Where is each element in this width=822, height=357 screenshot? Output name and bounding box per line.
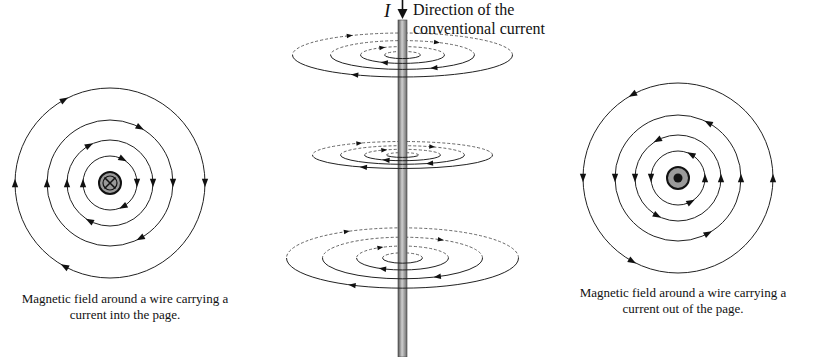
field-arrowhead (170, 179, 176, 187)
field-arrowhead (377, 246, 383, 250)
field-line-front (293, 55, 513, 77)
field-line-front (385, 55, 421, 59)
field-arrowhead (348, 283, 355, 288)
field-line-front (387, 155, 419, 157)
field-line-front (287, 258, 519, 288)
field-line (615, 115, 741, 241)
field-arrowhead (12, 179, 18, 187)
field-arrowhead (118, 155, 127, 162)
field-arrowhead (687, 152, 696, 159)
field-arrowhead (429, 144, 435, 148)
field-line (67, 140, 153, 226)
field-circles-into (12, 88, 208, 278)
field-arrowhead (426, 160, 433, 165)
field-arrowhead (59, 98, 68, 105)
field-line (635, 135, 721, 221)
field-line-front (331, 55, 475, 69)
current-in-ring (103, 176, 117, 190)
field-arrowhead (356, 141, 362, 145)
field-arrowhead (627, 257, 636, 264)
field-arrowhead (648, 174, 654, 182)
field-line (651, 151, 705, 205)
field-line-front (357, 258, 449, 270)
field-line-front (365, 155, 441, 161)
field-arrowhead (438, 237, 444, 241)
field-arrowhead (434, 40, 440, 44)
field-arrowhead (360, 165, 367, 170)
field-arrowhead (434, 274, 441, 279)
field-arrowhead (150, 179, 156, 187)
field-arrowhead (347, 34, 353, 38)
current-out-dot (674, 174, 683, 183)
field-arrowhead (702, 174, 708, 182)
field-line-front (313, 155, 493, 169)
current-note: Direction of the conventional current (413, 0, 583, 38)
field-line-front (361, 55, 445, 63)
field-arrowhead (44, 179, 50, 187)
field-arrowhead (705, 121, 714, 128)
field-arrowhead (119, 202, 128, 209)
field-line (583, 83, 773, 273)
field-arrowhead (652, 211, 661, 218)
field-arrowhead (64, 179, 70, 187)
field-arrowhead (703, 231, 712, 238)
caption-out: Magnetic field around a wire carrying a … (576, 285, 790, 316)
field-arrowhead (718, 174, 724, 182)
field-arrowhead (382, 158, 389, 163)
field-arrowhead (379, 46, 385, 50)
field-arrowhead (80, 179, 86, 187)
field-arrowhead (770, 174, 776, 182)
field-arrowhead (135, 123, 144, 130)
wire-rod (398, 20, 407, 357)
field-line-front (383, 258, 423, 263)
field-arrowhead (86, 219, 95, 226)
field-line-front (323, 258, 483, 279)
field-arrowhead (61, 264, 70, 271)
caption-into: Magnetic field around a wire carrying a … (18, 291, 232, 322)
wire-section (99, 172, 121, 194)
wire (398, 0, 408, 357)
current-in-cross (105, 178, 116, 189)
field-arrowhead (738, 174, 744, 182)
field-line-front (341, 155, 465, 164)
field-arrowhead (612, 174, 618, 182)
field-arrowhead (430, 65, 437, 70)
field-line (83, 156, 137, 210)
field-arrowhead (84, 143, 93, 150)
current-arrowhead (398, 9, 408, 19)
field-circles-out (580, 83, 776, 273)
field-arrowhead (137, 234, 146, 241)
field-arrowhead (654, 135, 663, 142)
field-ellipses-front (287, 55, 519, 288)
field-arrowhead (580, 174, 586, 182)
field-arrowhead (134, 179, 140, 187)
field-arrowhead (379, 267, 386, 272)
field-arrowhead (344, 230, 350, 234)
current-symbol: I (384, 0, 398, 23)
field-arrowhead (632, 174, 638, 182)
field-arrowhead (202, 179, 208, 187)
field-line (47, 120, 173, 246)
field-line (15, 88, 205, 278)
field-arrowhead (381, 60, 388, 65)
field-arrowhead (686, 200, 695, 207)
wire-section (667, 167, 689, 189)
field-arrowhead (629, 90, 638, 97)
field-arrowhead (381, 148, 387, 152)
field-arrowhead (351, 72, 358, 77)
